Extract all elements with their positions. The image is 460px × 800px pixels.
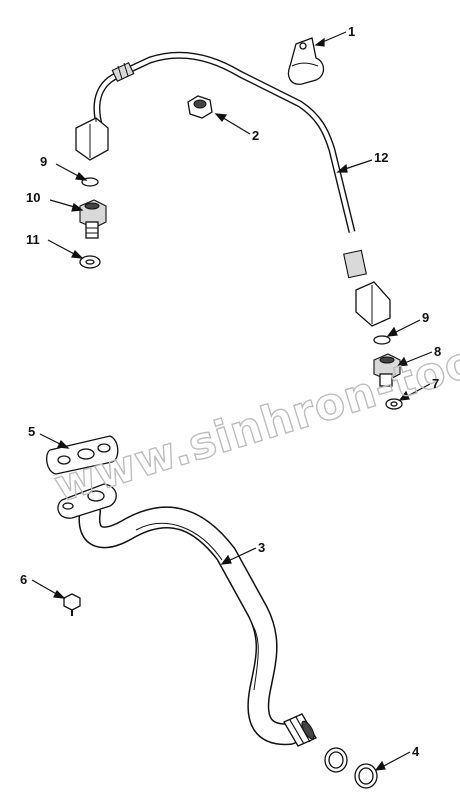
callout-9-left: 9: [40, 154, 47, 169]
callout-10: 10: [26, 190, 40, 205]
callout-labels: 1 2 3 4 5 6 7 8 9 9 10 11 12: [20, 24, 441, 759]
part-12-right-nut: [343, 249, 391, 327]
part-12-upper-nut: [111, 62, 135, 82]
callout-9-right: 9: [422, 310, 429, 325]
part-8-fitting: [373, 353, 401, 387]
part-11-washer: [79, 255, 101, 269]
part-3-end-fitting: [283, 713, 317, 747]
part-2-nut: [187, 95, 213, 119]
part-6-bolt: [63, 593, 81, 616]
part-9-washer-right: [373, 335, 391, 345]
part-5-gasket: [45, 435, 119, 475]
watermark: www.sinhron-tool.kz: [48, 309, 460, 514]
part-7-washer: [385, 398, 403, 410]
part-3-drain-tube: [57, 483, 317, 747]
part-1-clamp: [287, 37, 325, 85]
callout-8: 8: [434, 344, 441, 359]
watermark-text: www.sinhron-tool.kz: [49, 309, 460, 512]
callout-3: 3: [258, 540, 265, 555]
part-4-o-rings: [324, 747, 378, 789]
part-12-supply-tube: [75, 51, 391, 327]
part-10-fitting: [79, 199, 107, 239]
callout-6: 6: [20, 572, 27, 587]
callout-7: 7: [432, 376, 439, 391]
callout-5: 5: [28, 424, 35, 439]
callout-12: 12: [374, 150, 388, 165]
callout-2: 2: [252, 128, 259, 143]
part-12-left-nut: [75, 117, 109, 161]
callout-11: 11: [26, 232, 40, 247]
callout-1: 1: [348, 24, 355, 39]
callout-4: 4: [412, 744, 420, 759]
leader-lines: [31, 31, 433, 771]
part-3-flange: [57, 483, 117, 519]
